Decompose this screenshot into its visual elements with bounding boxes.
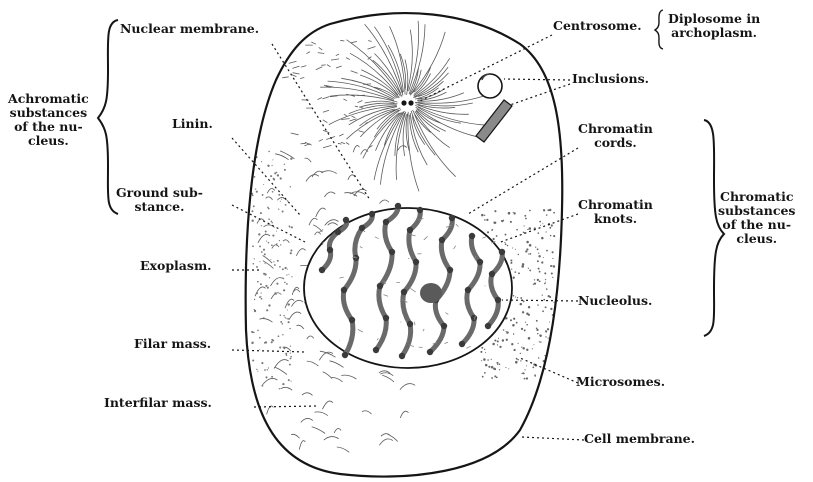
centrosome-mark: [401, 100, 413, 105]
inclusions-mark: [476, 74, 512, 142]
label-cell-membrane: Cell membrane.: [584, 432, 695, 446]
label-nucleolus: Nucleolus.: [578, 294, 652, 308]
label-achromatic-substances: Achromatic substances of the nu- cleus.: [8, 92, 89, 148]
label-exoplasm: Exoplasm.: [140, 259, 212, 273]
label-centrosome: Centrosome.: [553, 19, 642, 33]
achromatic-brace: [98, 20, 118, 214]
label-nuclear-membrane: Nuclear membrane.: [120, 22, 259, 36]
label-chromatic-substances: Chromatic substances of the nu- cleus.: [718, 190, 795, 246]
label-chromatin-knots: Chromatin knots.: [578, 198, 653, 226]
label-microsomes: Microsomes.: [576, 375, 665, 389]
label-linin: Linin.: [172, 117, 213, 131]
nucleolus-mark: [420, 283, 442, 303]
label-inclusions: Inclusions.: [572, 72, 649, 86]
label-ground-substance: Ground sub- stance.: [116, 186, 203, 214]
label-diplosome: Diplosome in archoplasm.: [668, 12, 760, 40]
diplosome-brace: [655, 10, 663, 49]
label-filar-mass: Filar mass.: [134, 337, 211, 351]
label-interfilar-mass: Interfilar mass.: [104, 396, 212, 410]
label-chromatin-cords: Chromatin cords.: [578, 122, 653, 150]
nucleus: [304, 203, 512, 368]
